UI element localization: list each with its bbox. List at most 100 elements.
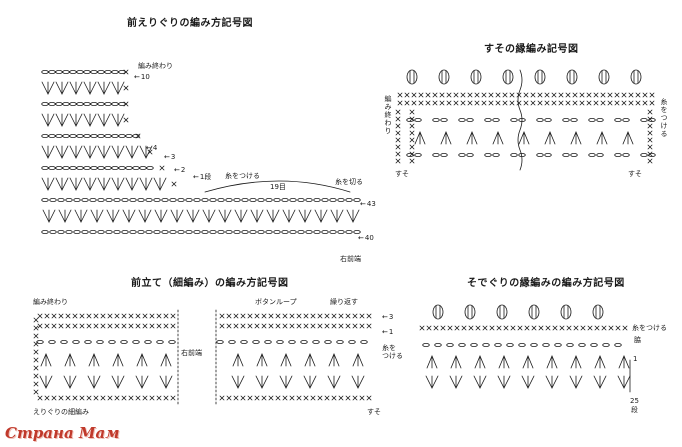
single-crochet: [503, 325, 509, 331]
single-crochet: [622, 325, 628, 331]
single-crochet: [268, 323, 274, 329]
chain-stitch: [76, 70, 84, 74]
label-attach-neck: 糸をつける: [225, 172, 260, 180]
single-crochet: [37, 395, 43, 401]
fan-stitch: [87, 375, 101, 389]
single-crochet: [558, 92, 564, 98]
chain-stitch: [289, 229, 297, 235]
chain-stitch: [104, 102, 112, 106]
single-crochet: [395, 158, 401, 164]
single-crochet: [123, 101, 129, 107]
chain-stitch: [536, 152, 544, 158]
single-crochet: [44, 395, 50, 401]
fan-stitch: [186, 209, 200, 223]
single-crochet: [107, 395, 113, 401]
single-crochet: [51, 395, 57, 401]
chain-stitch: [484, 152, 492, 158]
chain-stitch: [249, 229, 257, 235]
chain-stitch: [89, 197, 97, 203]
chain-stitch: [209, 197, 217, 203]
single-crochet: [159, 165, 165, 171]
single-crochet: [628, 92, 634, 98]
fan-stitch: [41, 81, 55, 95]
single-crochet: [233, 323, 239, 329]
chain-stitch: [97, 197, 105, 203]
hem-edge-chart: [395, 69, 656, 171]
single-crochet: [123, 69, 129, 75]
chain-stitch: [168, 339, 176, 345]
chain-stitch: [348, 339, 356, 345]
chain-stitch: [225, 197, 233, 203]
chain-stitch: [289, 197, 297, 203]
chain-stitch: [233, 229, 241, 235]
fan-stitch: [522, 355, 534, 369]
single-crochet: [93, 313, 99, 319]
single-crochet: [261, 323, 267, 329]
chain-stitch: [121, 229, 129, 235]
fan-stitch: [594, 355, 606, 369]
chain-stitch: [321, 197, 329, 203]
single-crochet: [621, 92, 627, 98]
single-crochet: [572, 100, 578, 106]
chain-stitch: [62, 133, 70, 139]
single-crochet: [149, 313, 155, 319]
fan-stitch: [55, 177, 69, 191]
single-crochet: [86, 323, 92, 329]
label-row-10: 10: [134, 73, 150, 81]
chain-stitch: [257, 229, 265, 235]
single-crochet: [433, 325, 439, 331]
fan-stitch: [327, 375, 341, 389]
single-crochet: [149, 323, 155, 329]
chain-stitch: [217, 197, 225, 203]
single-crochet: [411, 92, 417, 98]
single-crochet: [33, 325, 39, 331]
chain-stitch: [470, 342, 478, 348]
chain-stitch: [41, 197, 49, 203]
chain-stitch: [257, 197, 265, 203]
single-crochet: [163, 313, 169, 319]
chain-stitch: [265, 197, 273, 203]
single-crochet: [352, 313, 358, 319]
fan-stitch: [255, 375, 269, 389]
chain-stitch: [48, 165, 56, 171]
single-crochet: [65, 313, 71, 319]
single-crochet: [579, 92, 585, 98]
single-crochet: [352, 395, 358, 401]
chain-stitch: [145, 229, 153, 235]
single-crochet: [395, 144, 401, 150]
single-crochet: [551, 100, 557, 106]
single-crochet: [247, 313, 253, 319]
chain-stitch: [129, 197, 137, 203]
chain-stitch: [41, 133, 49, 139]
chain-stitch: [132, 339, 140, 345]
fan-stitch: [40, 353, 52, 367]
fan-stitch: [498, 355, 510, 369]
fan-stitch: [69, 81, 83, 95]
fan-stitch: [55, 145, 69, 159]
single-crochet: [135, 323, 141, 329]
single-crochet: [425, 92, 431, 98]
chain-stitch: [570, 118, 578, 122]
chain-stitch: [622, 152, 630, 158]
chain-stitch: [76, 165, 84, 171]
chain-stitch: [216, 339, 224, 345]
fan-stitch: [570, 131, 582, 145]
bobble-stitch: [438, 69, 450, 85]
single-crochet: [552, 325, 558, 331]
fan-stitch: [41, 177, 55, 191]
label-collar-sc: えりぐりの細編み: [33, 408, 89, 416]
chain-stitch: [321, 229, 329, 235]
chain-stitch: [81, 229, 89, 235]
chain-stitch: [60, 339, 68, 345]
chain-stitch: [233, 197, 241, 203]
chain-stitch: [97, 70, 105, 74]
chain-stitch: [201, 229, 209, 235]
single-crochet: [397, 100, 403, 106]
chart-break-line: [517, 69, 523, 171]
chain-stitch: [90, 102, 98, 106]
single-crochet: [649, 92, 655, 98]
fan-stitch: [202, 209, 216, 223]
chain-stitch: [466, 118, 474, 122]
single-crochet: [594, 325, 600, 331]
single-crochet: [366, 395, 372, 401]
